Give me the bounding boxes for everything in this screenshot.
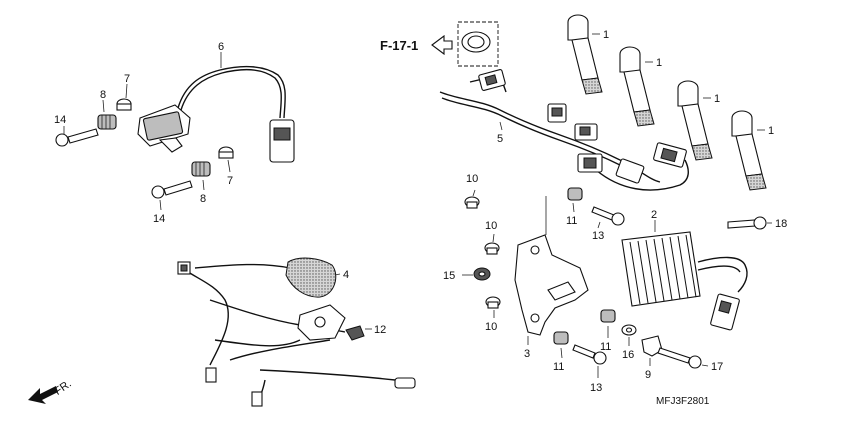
grommet-8-upper — [97, 99, 117, 130]
front-direction-arrow — [28, 386, 58, 404]
collar-7-upper — [116, 83, 132, 111]
ignition-coil-1d — [731, 110, 767, 191]
callout-6: 6 — [218, 41, 224, 53]
callout-18: 18 — [775, 218, 787, 230]
callout-17: 17 — [711, 361, 723, 373]
callout-15: 15 — [443, 270, 455, 282]
callout-4: 4 — [343, 269, 349, 281]
callout-1: 1 — [714, 93, 720, 105]
callout-10: 10 — [485, 321, 497, 333]
callout-8: 8 — [100, 89, 106, 101]
washer-15 — [462, 267, 491, 281]
callout-1: 1 — [656, 57, 662, 69]
callout-labels: 1 1 1 1 2 3 4 5 6 7 7 8 8 9 10 10 10 11 … — [52, 29, 787, 407]
bolt-17 — [657, 347, 709, 369]
ignition-coil-1b — [619, 46, 655, 127]
sub-harness-4 — [177, 257, 416, 407]
callout-1: 1 — [768, 125, 774, 137]
reference-label: F-17-1 — [380, 38, 418, 53]
bolt-10-a — [464, 189, 480, 209]
bolt-10-b — [484, 233, 500, 255]
bolt-18 — [727, 216, 772, 230]
callout-14: 14 — [153, 213, 165, 225]
reference-arrow-f-17-1 — [431, 21, 499, 67]
bracket-3 — [514, 196, 589, 345]
washer-16 — [621, 324, 637, 346]
regulator-rectifier-2 — [621, 220, 748, 331]
callout-14: 14 — [54, 114, 66, 126]
callout-7: 7 — [124, 73, 130, 85]
callout-11: 11 — [600, 341, 611, 353]
bolt-13-b — [572, 344, 607, 378]
ignition-coil-1a — [567, 14, 603, 95]
callout-9: 9 — [645, 369, 651, 381]
callout-16: 16 — [622, 349, 634, 361]
bolt-14-lower — [151, 180, 193, 211]
callout-3: 3 — [524, 348, 530, 360]
callout-8: 8 — [200, 193, 206, 205]
ignition-coil-1c — [677, 80, 713, 161]
callout-7: 7 — [227, 175, 233, 187]
callout-12: 12 — [374, 324, 386, 336]
sensor-unit-6 — [137, 52, 295, 163]
callout-11: 11 — [566, 215, 577, 227]
bolt-13-a — [591, 206, 625, 229]
bolt-10-c — [485, 296, 501, 318]
main-harness-5 — [439, 69, 689, 191]
callout-10: 10 — [466, 173, 478, 185]
grommet-11-a — [567, 187, 583, 213]
clip-12 — [345, 325, 372, 341]
diagram-code: MFJ3F2801 — [656, 396, 710, 407]
grommet-11-b — [600, 309, 616, 338]
callout-1: 1 — [603, 29, 609, 41]
callout-2: 2 — [651, 209, 657, 221]
callout-11: 11 — [553, 361, 564, 373]
callout-5: 5 — [497, 133, 503, 145]
clamp-9 — [641, 335, 663, 366]
front-direction-label: FR. — [52, 378, 73, 398]
callout-10: 10 — [485, 220, 497, 232]
collar-7-lower — [218, 146, 234, 173]
callout-13: 13 — [590, 382, 602, 394]
callout-13: 13 — [592, 230, 604, 242]
bolt-14-upper — [55, 126, 99, 147]
grommet-11-c — [553, 331, 569, 359]
grommet-8-lower — [191, 161, 211, 191]
